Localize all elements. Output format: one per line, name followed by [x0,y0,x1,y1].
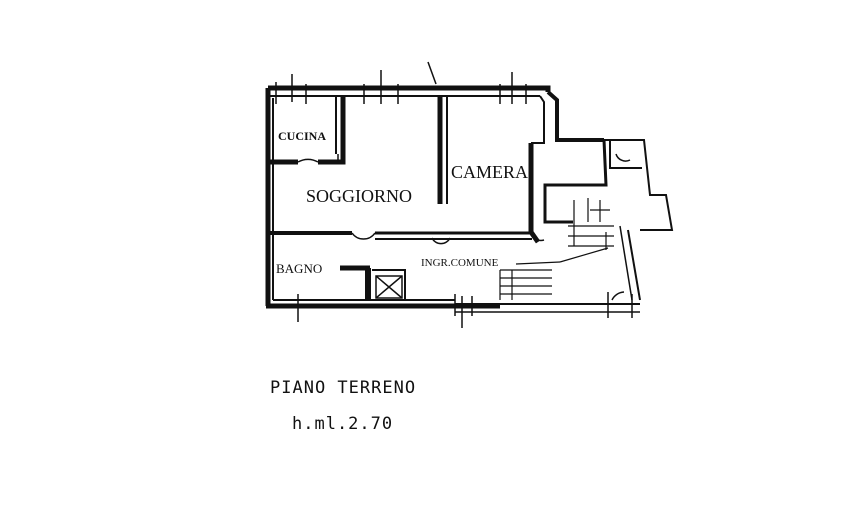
window-marks [275,61,633,328]
door-swings [297,153,631,301]
room-label-bagno: BAGNO [276,261,322,276]
room-label-camera: CAMERA [451,162,528,182]
bathroom-fixture [375,275,403,299]
room-label-ingresso: INGR.COMUNE [421,257,499,269]
floor-title: PIANO TERRENO [270,378,417,398]
exterior-walls [265,85,640,313]
room-label-cucina: CUCINA [278,129,326,143]
room-label-soggiorno: SOGGIORNO [306,186,412,206]
ceiling-height-note: h.ml.2.70 [292,414,394,434]
staircase [499,198,614,300]
